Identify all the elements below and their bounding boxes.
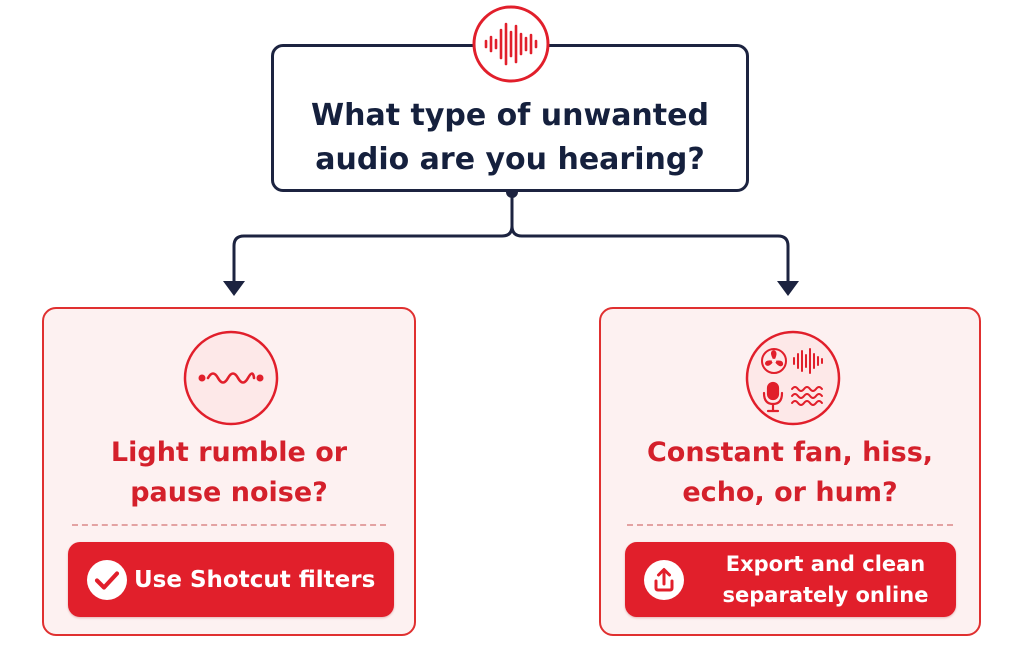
connector-stem (232, 192, 514, 282)
use-shotcut-filters-button[interactable]: Use Shotcut filters (68, 542, 394, 617)
card-divider (627, 524, 953, 526)
question-node: What type of unwanted audio are you hear… (271, 44, 749, 192)
question-line-1: What type of unwanted (311, 98, 709, 133)
button-label-line-1: Export and clean (725, 551, 926, 576)
export-and-clean-button[interactable]: Export and clean separately online (625, 542, 956, 617)
fan-hiss-mic-wave-icon (745, 330, 841, 426)
microphone-icon (762, 381, 784, 413)
fan-icon (761, 348, 787, 374)
checkmark-icon (87, 560, 127, 600)
card-divider (72, 524, 386, 526)
question-line-2: audio are you hearing? (315, 142, 705, 177)
button-label: Use Shotcut filters (134, 566, 376, 593)
branch-title-line-1: Light rumble or (110, 437, 348, 468)
branch-card-constant-noise: Constant fan, hiss, echo, or hum? Export… (599, 307, 981, 636)
branch-title-line-2: echo, or hum? (682, 477, 898, 508)
branch-title-line-2: pause noise? (130, 477, 328, 508)
button-label: Export and clean separately online (715, 542, 936, 617)
connector-right-branch (510, 225, 790, 282)
branch-card-rumble: Light rumble or pause noise? Use Shotcut… (42, 307, 416, 636)
branch-title-rumble: Light rumble or pause noise? (44, 433, 414, 513)
sound-wave-icon (472, 5, 550, 83)
button-label-line-2: separately online (722, 582, 929, 607)
arrowhead-right (777, 281, 799, 296)
arrowhead-left (223, 281, 245, 296)
upload-icon (644, 560, 684, 600)
branch-title-line-1: Constant fan, hiss, (646, 437, 934, 468)
question-text: What type of unwanted audio are you hear… (274, 94, 746, 182)
hum-wave-icon (793, 348, 823, 374)
low-frequency-wave-icon (183, 330, 279, 426)
branch-title-constant-noise: Constant fan, hiss, echo, or hum? (601, 433, 979, 513)
hiss-wave-icon (791, 386, 823, 406)
